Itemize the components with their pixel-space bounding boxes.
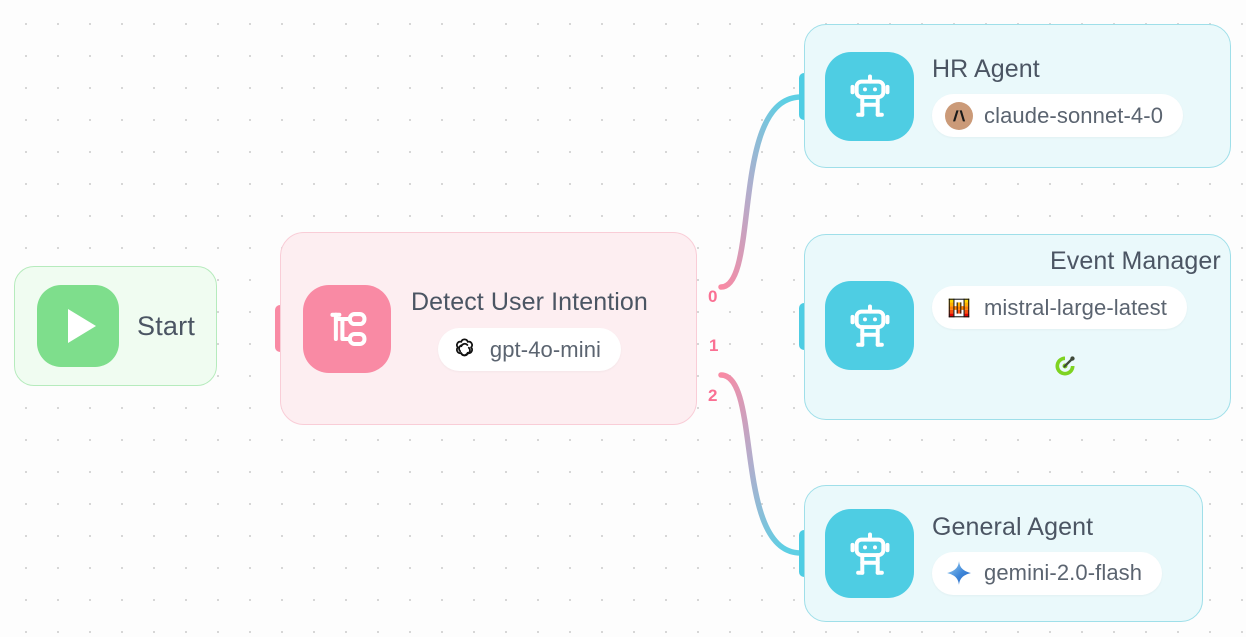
edge-detect-to-hr <box>718 94 804 290</box>
edge-label-0: 0 <box>708 287 718 306</box>
model-name-detect: gpt-4o-mini <box>489 336 602 362</box>
edge-label-2: 2 <box>708 386 718 405</box>
node-general-agent[interactable]: General Agent gemini-2.0- <box>804 485 1203 622</box>
model-pill-hr-agent[interactable]: claude-sonnet-4-0 <box>932 94 1184 137</box>
model-name-event-manager: mistral-large-latest <box>984 294 1167 320</box>
edge-label-1: 1 <box>709 336 719 355</box>
node-event-manager[interactable]: Event Manager <box>804 234 1231 420</box>
branch-icon <box>303 284 391 373</box>
model-pill-general-agent[interactable]: gemini-2.0-flash <box>932 551 1163 595</box>
node-hr-agent[interactable]: HR Agent claude-sonnet-4-0 <box>804 24 1231 168</box>
model-pill-event-manager[interactable]: mistral-large-latest <box>932 286 1187 329</box>
mistral-logo <box>945 294 973 322</box>
robot-icon <box>825 51 914 141</box>
node-hr-agent-title: HR Agent <box>932 55 1040 83</box>
model-name-general-agent: gemini-2.0-flash <box>984 560 1143 585</box>
node-start-title: Start <box>137 310 196 341</box>
node-start[interactable]: Start <box>14 266 217 386</box>
model-pill-detect[interactable]: gpt-4o-mini <box>437 328 622 371</box>
node-event-manager-title: Event Manager <box>1050 247 1221 275</box>
robot-icon <box>825 509 914 598</box>
edge-detect-to-general <box>718 372 804 556</box>
openai-logo <box>451 336 479 364</box>
green-tool-icon[interactable] <box>1050 351 1080 381</box>
model-name-hr-agent: claude-sonnet-4-0 <box>984 102 1164 128</box>
node-general-agent-title: General Agent <box>932 512 1094 541</box>
node-detect-user-intention[interactable]: Detect User Intention gpt-4o-mini <box>280 232 697 425</box>
node-detect-title: Detect User Intention <box>411 288 648 316</box>
anthropic-logo <box>945 101 973 130</box>
robot-icon <box>825 281 914 370</box>
play-icon <box>37 285 119 367</box>
gemini-logo <box>945 559 973 587</box>
